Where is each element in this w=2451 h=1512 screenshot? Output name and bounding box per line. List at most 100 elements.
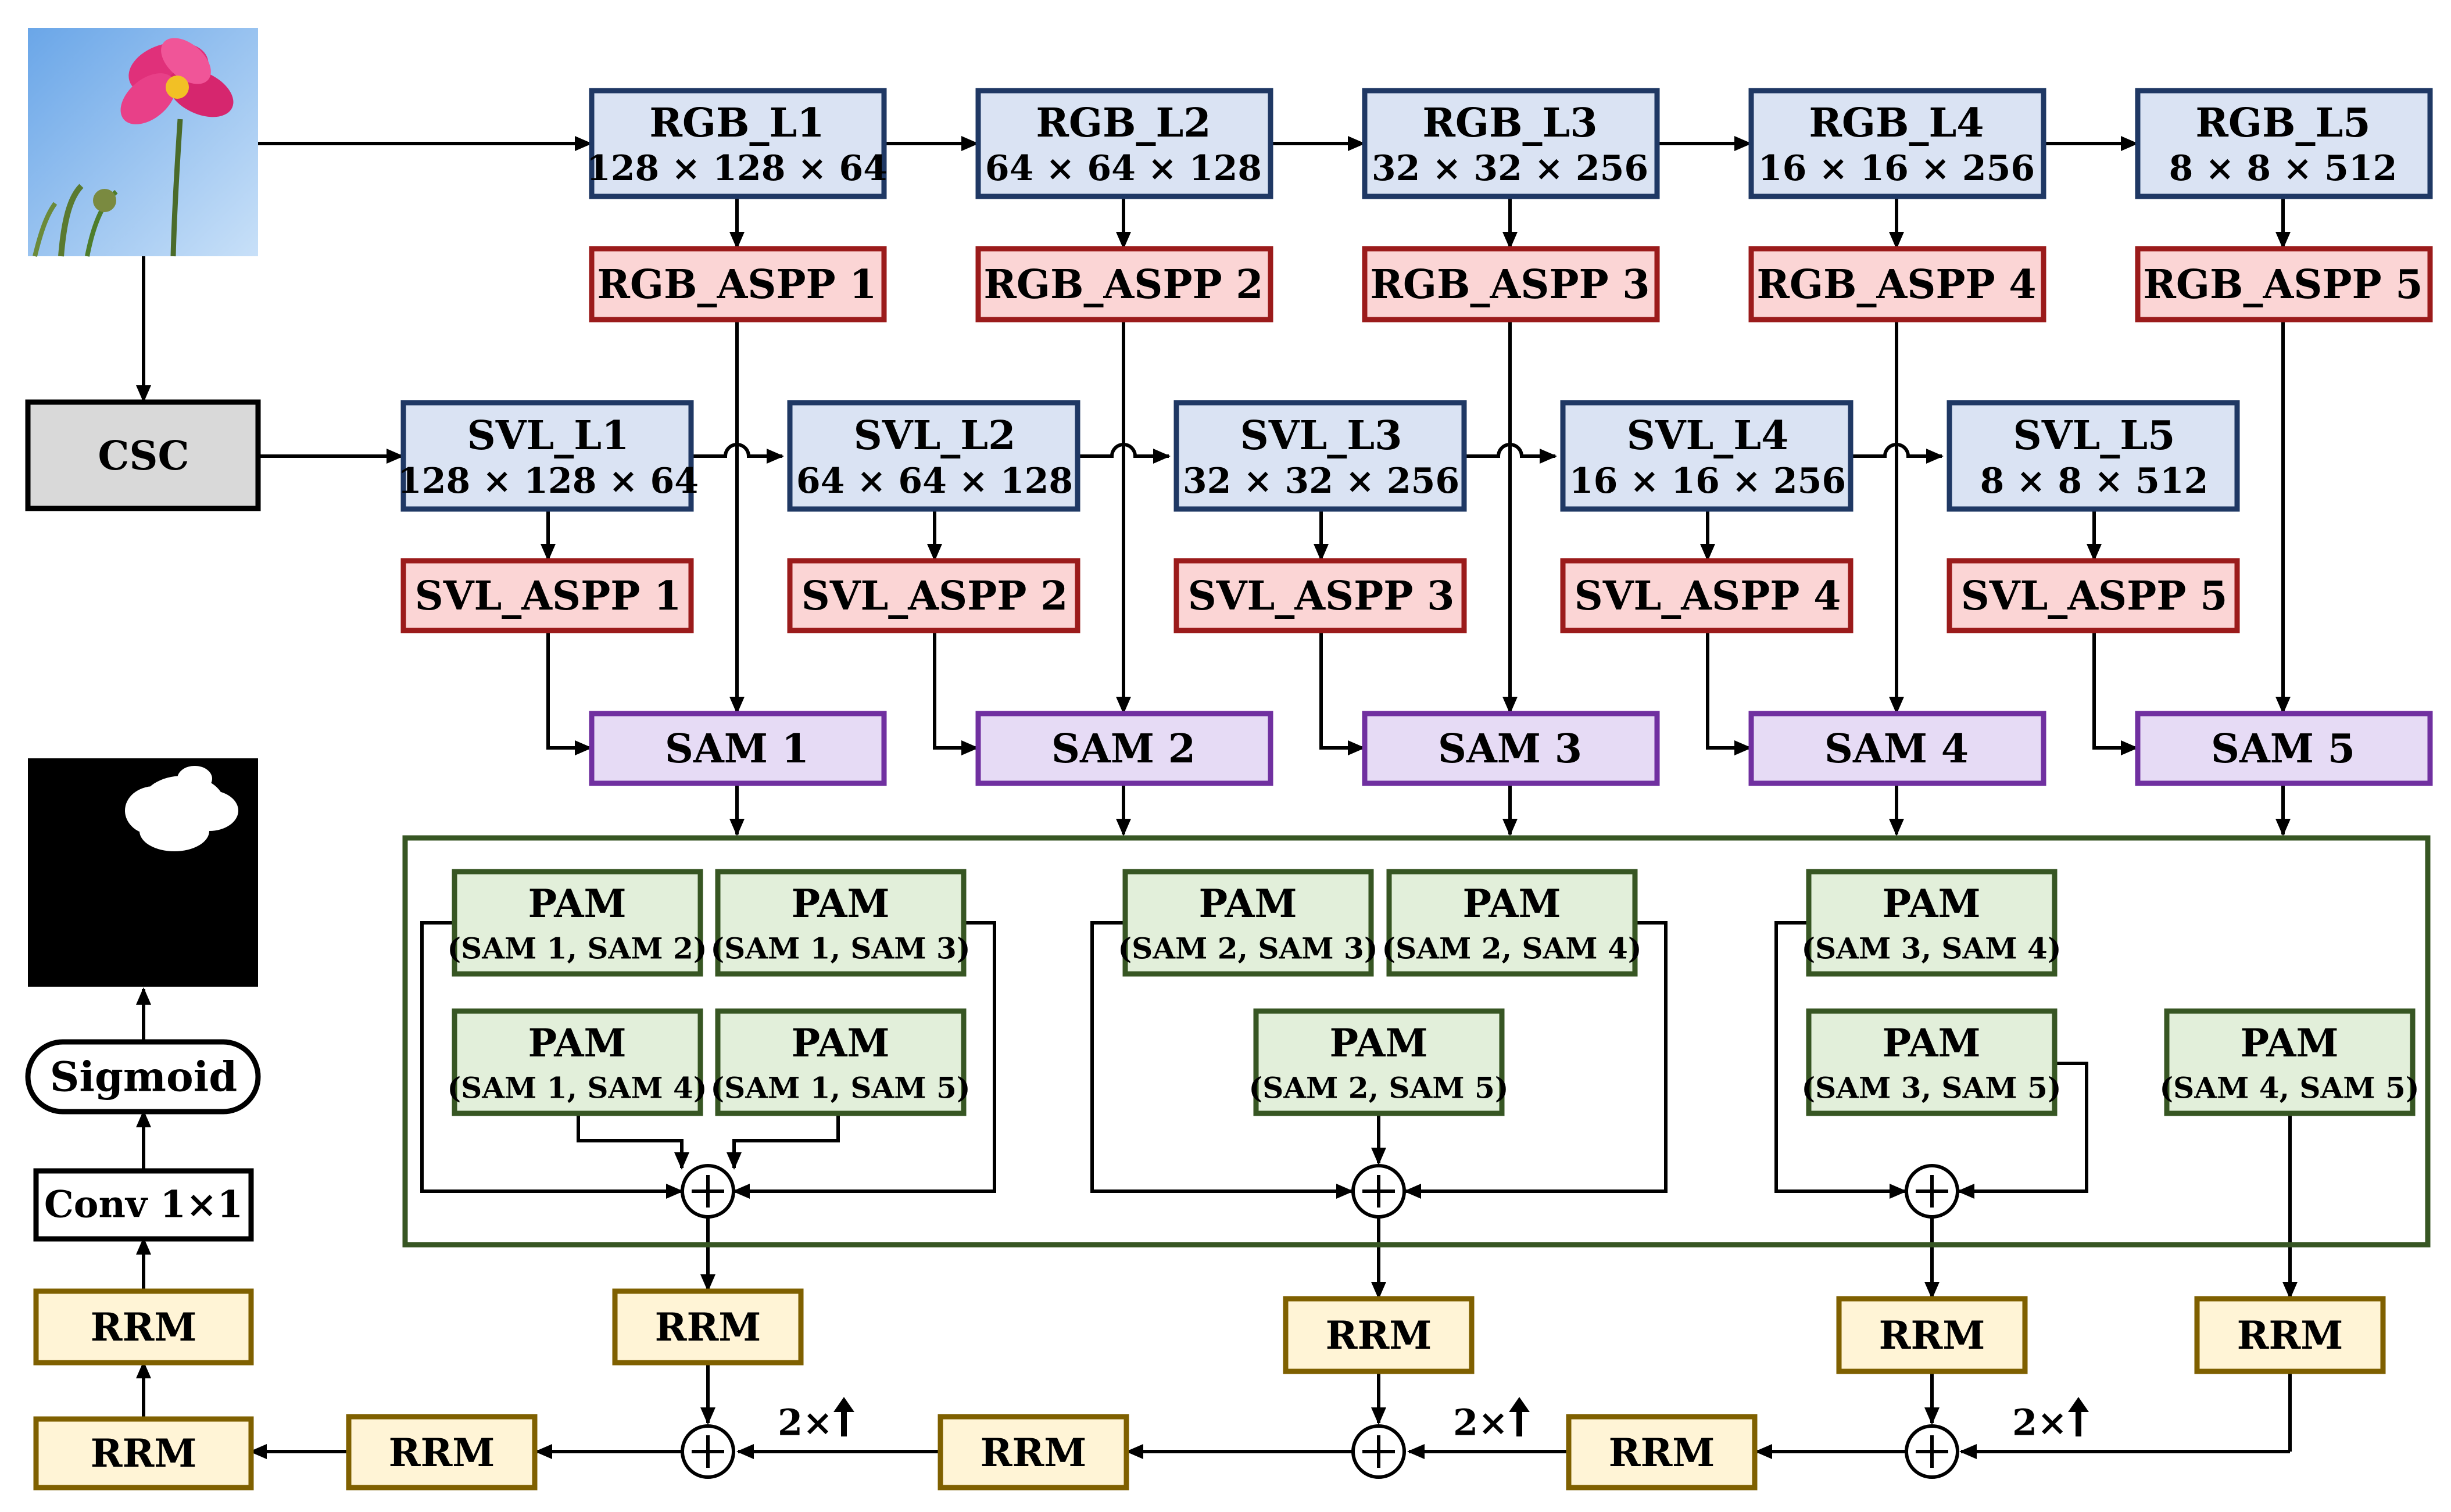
pam-pair: (SAM 2, SAM 5) [1248, 1071, 1508, 1105]
connection-lines [136, 136, 2298, 1459]
sum-node-bottom-3 [1905, 1424, 1959, 1479]
rgb-block-size: 16 × 16 × 256 [1758, 148, 2035, 189]
upsample-text: 2× [778, 1402, 833, 1444]
pam-title: PAM [1329, 1020, 1427, 1066]
svl-aspp-label: SVL_ASPP 3 [1188, 573, 1455, 619]
svl-aspp-4: SVL_ASPP 4 [1560, 558, 1854, 633]
pam-sam1-sam2: PAM (SAM 1, SAM 2) [447, 869, 707, 977]
rgb-block-size: 128 × 128 × 64 [586, 148, 888, 189]
pam-sam2-sam4: PAM (SAM 2, SAM 4) [1382, 869, 1642, 977]
rrm-bottom-3: RRM [1566, 1414, 1758, 1490]
rgb-block-2: RGB_L2 64 × 64 × 128 [975, 88, 1273, 199]
rrm-label: RRM [981, 1430, 1087, 1475]
up-arrow-icon [833, 1397, 854, 1436]
up-arrow-icon [2068, 1397, 2089, 1436]
pam-title: PAM [528, 881, 626, 926]
upsample-text: 2× [1453, 1402, 1508, 1444]
pam-title: PAM [1462, 881, 1561, 926]
svl-aspp-1: SVL_ASPP 1 [400, 558, 694, 633]
rgb-block-size: 32 × 32 × 256 [1372, 148, 1648, 189]
sum-node-group-2 [1351, 1164, 1406, 1219]
rrm-left-bottom: RRM [33, 1416, 254, 1490]
rgb-aspp-label: RGB_ASPP 1 [597, 261, 876, 308]
pam-pair: (SAM 3, SAM 5) [1801, 1071, 2061, 1105]
rgb-block-3: RGB_L3 32 × 32 × 256 [1362, 88, 1660, 199]
rrm-label: RRM [2237, 1313, 2343, 1358]
sum-node-bottom-2 [1351, 1424, 1406, 1479]
up-arrow-icon [1509, 1397, 1530, 1436]
pam-pair: (SAM 1, SAM 5) [710, 1071, 970, 1105]
svl-block-size: 32 × 32 × 256 [1183, 461, 1459, 501]
svl-aspp-label: SVL_ASPP 2 [802, 573, 1068, 619]
sam-3: SAM 3 [1362, 711, 1660, 786]
pam-title: PAM [1882, 1020, 1980, 1066]
pam-title: PAM [1882, 881, 1980, 926]
rrm-label: RRM [1879, 1313, 1985, 1358]
pam-group-frame [402, 835, 2431, 1248]
pam-pair: (SAM 4, SAM 5) [2159, 1071, 2419, 1105]
rgb-block-name: RGB_L5 [2195, 100, 2370, 146]
rgb-aspp-label: RGB_ASPP 3 [1370, 261, 1649, 308]
csc-label: CSC [98, 433, 189, 479]
rrm-group-4: RRM [2194, 1296, 2386, 1374]
rgb-block-1: RGB_L1 128 × 128 × 64 [586, 88, 888, 199]
rgb-block-name: RGB_L1 [649, 100, 824, 146]
svl-aspp-3: SVL_ASPP 3 [1173, 558, 1467, 633]
pam-pair: (SAM 1, SAM 3) [710, 931, 970, 966]
upsample-label-1: 2× [778, 1397, 854, 1444]
sam-5: SAM 5 [2135, 711, 2433, 786]
svl-block-5: SVL_L5 8 × 8 × 512 [1947, 400, 2240, 512]
sum-node-group-3 [1905, 1164, 1959, 1219]
pam-pair: (SAM 1, SAM 4) [447, 1071, 707, 1105]
rrm-left-top: RRM [33, 1288, 254, 1366]
pam-sam3-sam5: PAM (SAM 3, SAM 5) [1801, 1008, 2062, 1116]
pam-title: PAM [528, 1020, 626, 1066]
rgb-block-size: 8 × 8 × 512 [2169, 148, 2398, 189]
svl-aspp-label: SVL_ASPP 4 [1575, 573, 1841, 619]
svl-aspp-2: SVL_ASPP 2 [787, 558, 1080, 633]
svl-block-1: SVL_L1 128 × 128 × 64 [398, 400, 699, 512]
rrm-bottom-1: RRM [346, 1414, 538, 1490]
rgb-aspp-label: RGB_ASPP 4 [1756, 261, 2036, 308]
svl-block-size: 64 × 64 × 128 [796, 461, 1073, 501]
upsample-label-3: 2× [2012, 1397, 2089, 1444]
rgb-block-name: RGB_L3 [1422, 100, 1597, 146]
pam-title: PAM [2240, 1020, 2338, 1066]
upsample-text: 2× [2012, 1402, 2067, 1444]
rrm-label: RRM [389, 1430, 495, 1475]
rgb-aspp-4: RGB_ASPP 4 [1748, 246, 2046, 323]
sam-label: SAM 2 [1051, 726, 1196, 772]
sam-label: SAM 5 [2211, 726, 2355, 772]
rrm-group-1: RRM [612, 1288, 804, 1366]
svl-block-name: SVL_L2 [854, 413, 1016, 459]
svl-block-name: SVL_L3 [1240, 413, 1402, 459]
input-image [28, 28, 258, 257]
rrm-group-3: RRM [1836, 1296, 2028, 1374]
pam-sam3-sam4: PAM (SAM 3, SAM 4) [1801, 869, 2062, 977]
csc-block: CSC [25, 399, 261, 511]
sam-2: SAM 2 [975, 711, 1273, 786]
pam-title: PAM [1198, 881, 1297, 926]
svl-block-2: SVL_L2 64 × 64 × 128 [787, 400, 1080, 512]
pam-pair: (SAM 3, SAM 4) [1801, 931, 2061, 966]
sum-node-group-1 [681, 1164, 735, 1219]
pam-title: PAM [791, 1020, 889, 1066]
conv-label: Conv 1×1 [44, 1183, 243, 1227]
rgb-aspp-1: RGB_ASPP 1 [589, 246, 887, 323]
svl-block-size: 8 × 8 × 512 [1980, 461, 2209, 501]
svl-block-size: 16 × 16 × 256 [1569, 461, 1846, 501]
upsample-label-2: 2× [1453, 1397, 1530, 1444]
rgb-block-4: RGB_L4 16 × 16 × 256 [1748, 88, 2046, 199]
pam-sam1-sam5: PAM (SAM 1, SAM 5) [710, 1008, 971, 1116]
svl-block-name: SVL_L1 [467, 413, 629, 459]
rrm-label: RRM [1609, 1430, 1715, 1475]
pam-pair: (SAM 2, SAM 3) [1118, 931, 1377, 966]
pam-sam2-sam3: PAM (SAM 2, SAM 3) [1118, 869, 1378, 977]
rrm-group-2: RRM [1283, 1296, 1475, 1374]
pam-sam2-sam5: PAM (SAM 2, SAM 5) [1248, 1008, 1509, 1116]
sigmoid-block: Sigmoid [25, 1039, 261, 1115]
sam-label: SAM 3 [1438, 726, 1582, 772]
sam-label: SAM 1 [665, 726, 809, 772]
svl-aspp-label: SVL_ASPP 1 [415, 573, 682, 619]
